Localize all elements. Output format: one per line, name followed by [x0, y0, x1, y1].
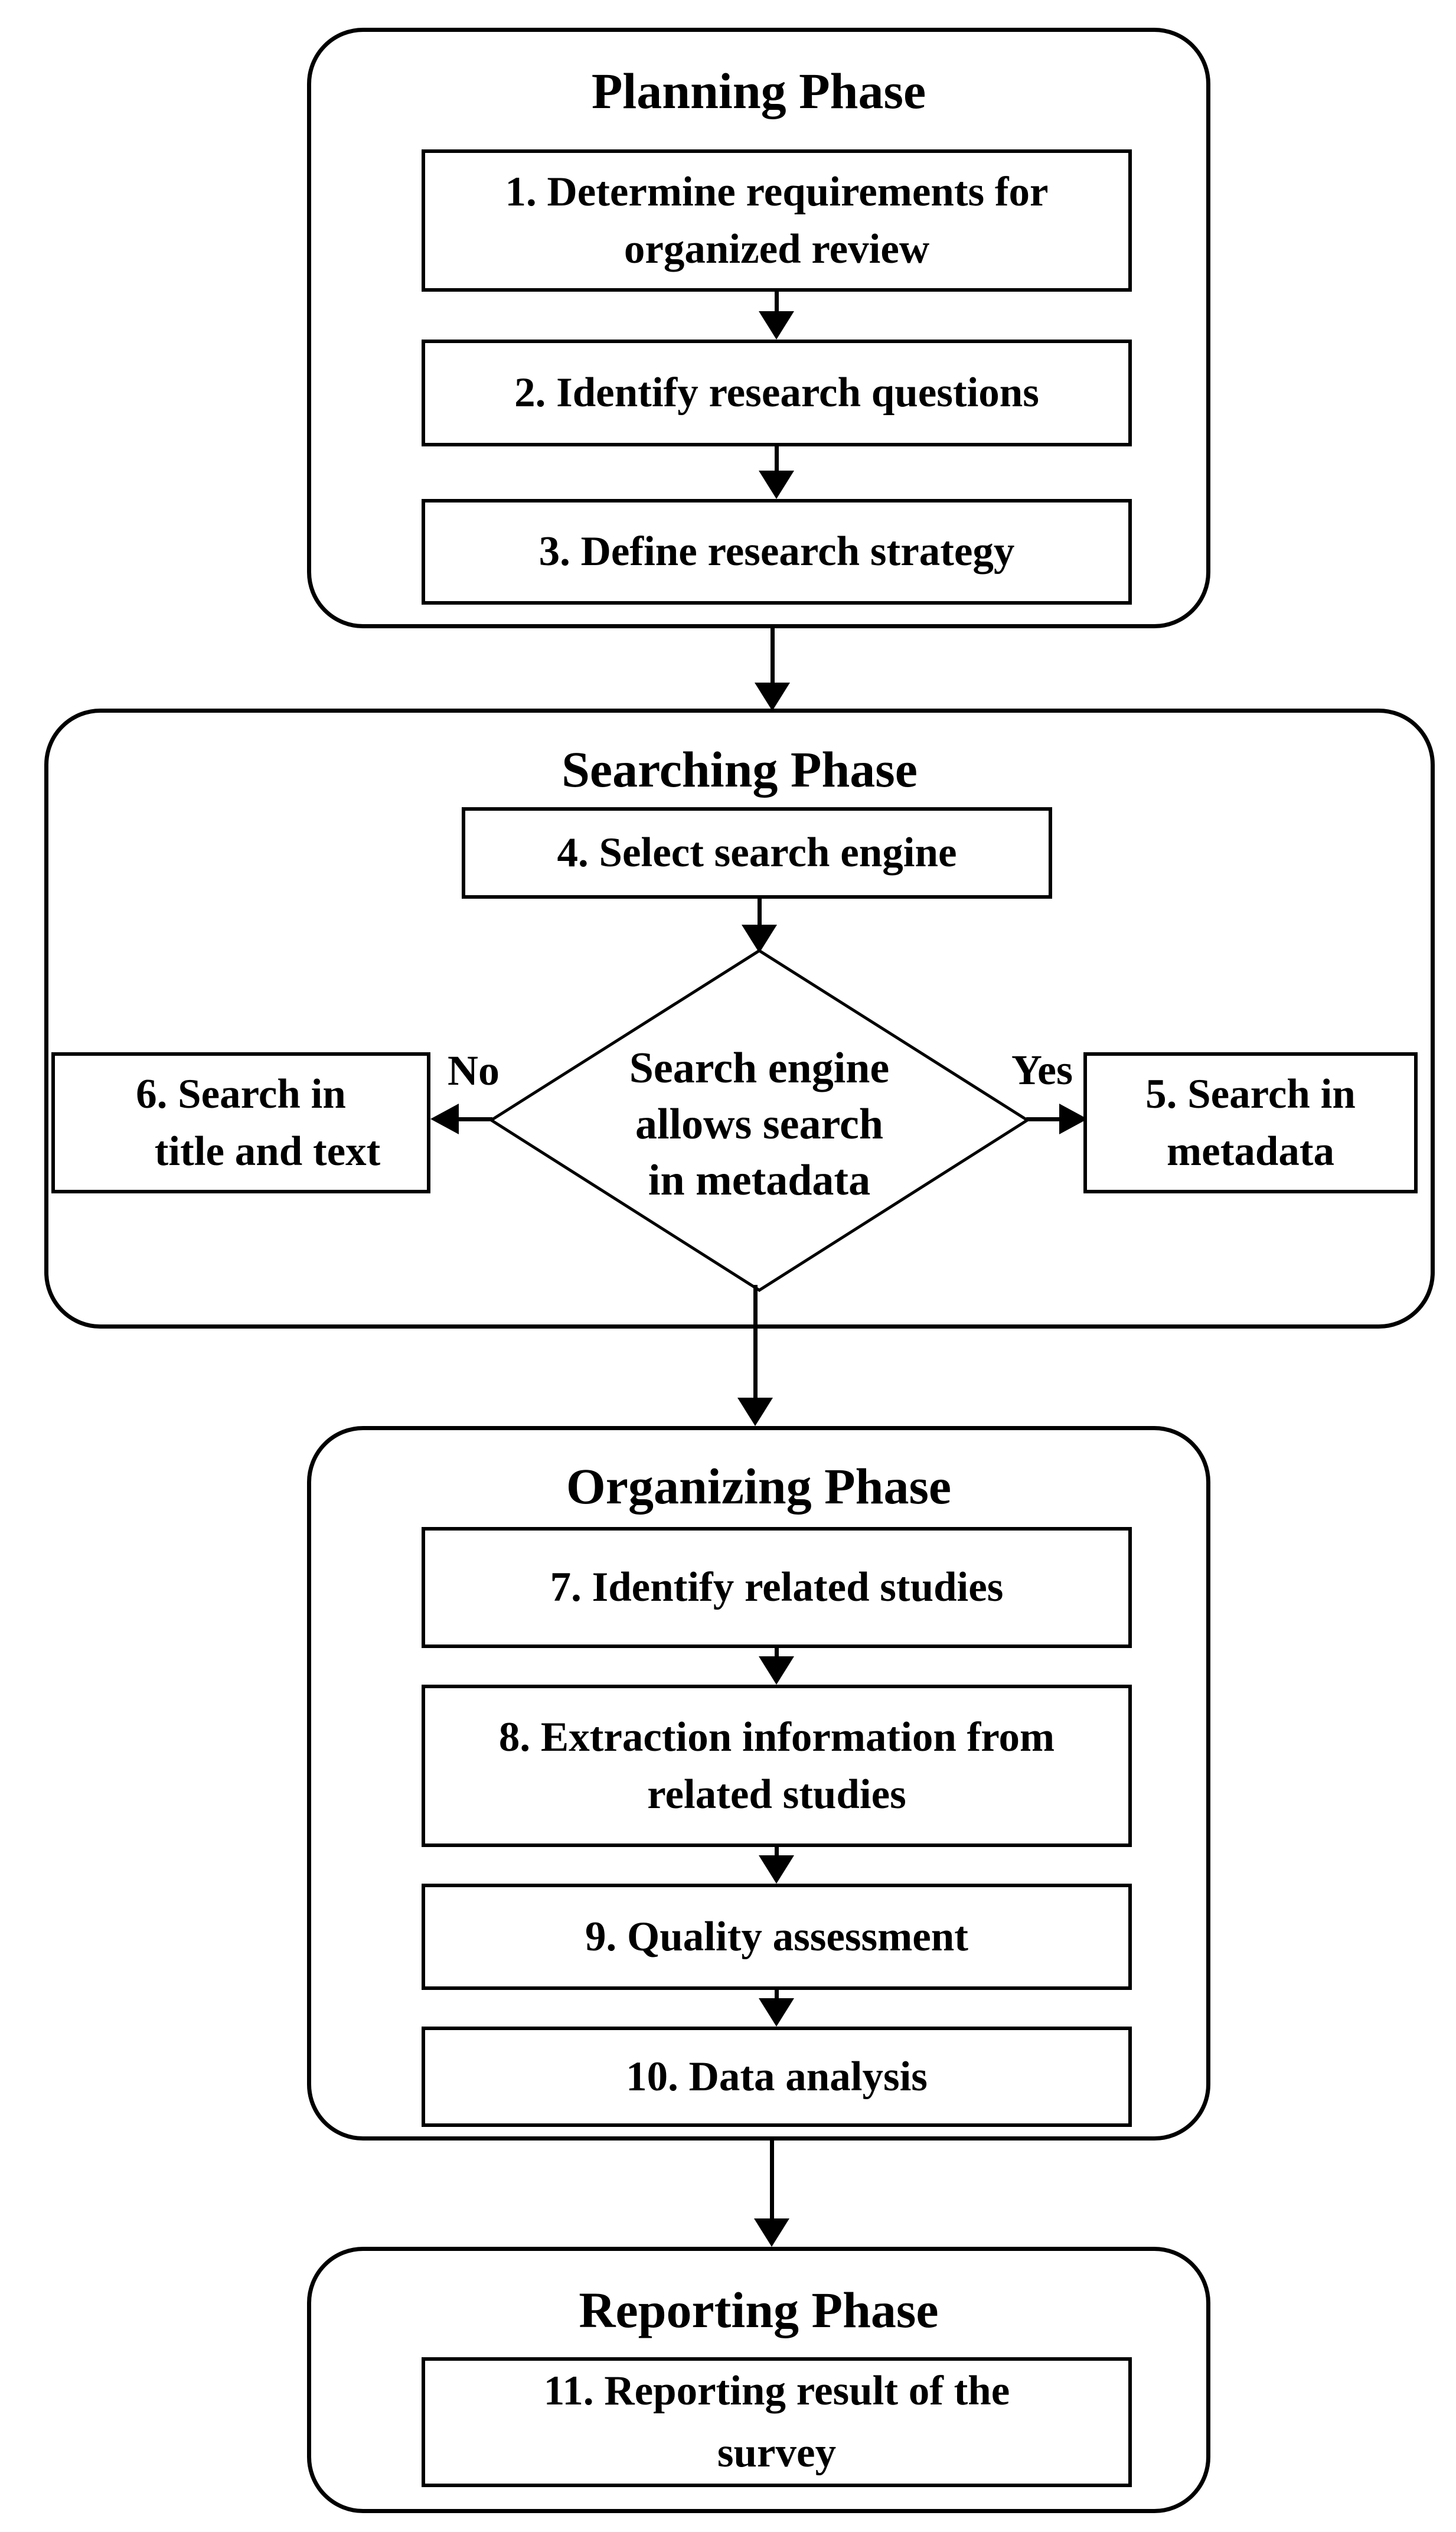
phase-title-organizing: Organizing Phase [566, 1458, 952, 1515]
connector-step1-to-step2 [759, 292, 794, 340]
phase-container-organizing: Organizing Phase 7. Identify related stu… [307, 1426, 1210, 2141]
decision-text-line: Search engine [629, 1044, 890, 1092]
arrow-left-icon [430, 1104, 459, 1134]
arrow-shaft [774, 292, 779, 311]
step-text-line: 11. Reporting result of the [543, 2368, 1010, 2414]
step-text-line: 1. Determine requirements for [505, 168, 1049, 215]
step-text-line: related studies [647, 1771, 906, 1818]
connector-step4-to-decision [742, 899, 777, 953]
arrow-shaft [769, 2141, 774, 2218]
arrow-shaft [1026, 1117, 1059, 1121]
phase-title-planning: Planning Phase [591, 63, 926, 119]
connector-planning-to-searching [755, 628, 790, 711]
arrow-down-icon [759, 471, 794, 499]
step-box-2: 2. Identify research questions [422, 340, 1132, 446]
phase-container-planning: Planning Phase 1. Determine requirements… [307, 28, 1210, 628]
arrow-down-icon [759, 1998, 794, 2027]
step-box-4: 4. Select search engine [462, 807, 1052, 899]
phase-container-searching: Searching Phase 4. Select search engine … [44, 709, 1435, 1329]
decision-diamond-shape [489, 949, 1029, 1292]
arrow-shaft [753, 1285, 758, 1398]
step-text-line: metadata [1167, 1128, 1334, 1174]
phase-title-reporting: Reporting Phase [579, 2282, 939, 2338]
decision-text-line: allows search [635, 1100, 883, 1148]
step-box-8: 8. Extraction information from related s… [422, 1685, 1132, 1847]
arrow-right-icon [1059, 1104, 1088, 1134]
phase-title-searching: Searching Phase [561, 741, 918, 798]
arrow-down-icon [759, 1656, 794, 1685]
step-text-line: 7. Identify related studies [550, 1564, 1004, 1610]
arrow-down-icon [755, 683, 790, 711]
arrow-shaft [459, 1117, 492, 1121]
step-box-1: 1. Determine requirements for organized … [422, 149, 1132, 292]
arrow-shaft [757, 899, 762, 925]
arrow-down-icon [754, 2218, 789, 2247]
step-box-6: 6. Search in title and text [51, 1052, 430, 1193]
step-text-line: 9. Quality assessment [585, 1913, 968, 1960]
arrow-down-icon [759, 1855, 794, 1884]
step-box-11: 11. Reporting result of the survey [422, 2357, 1132, 2487]
step-text-line: 8. Extraction information from [498, 1714, 1055, 1760]
arrow-shaft [774, 1648, 779, 1656]
connector-decision-to-step6 [430, 1104, 492, 1134]
connector-step2-to-step3 [759, 446, 794, 499]
step-box-3: 3. Define research strategy [422, 499, 1132, 605]
connector-decision-to-step5 [1026, 1104, 1088, 1134]
branch-label-no: No [448, 1047, 500, 1094]
step-text-line: 5. Search in [1145, 1071, 1356, 1117]
arrow-shaft [770, 628, 775, 683]
connector-step7-to-step8 [759, 1648, 794, 1685]
connector-step8-to-step9 [759, 1847, 794, 1884]
arrow-shaft [774, 446, 779, 471]
step-text-line: 6. Search in [136, 1071, 346, 1117]
step-box-5: 5. Search in metadata [1083, 1052, 1418, 1193]
connector-searching-to-organizing [737, 1285, 773, 1426]
phase-container-reporting: Reporting Phase 11. Reporting result of … [307, 2247, 1210, 2513]
arrow-down-icon [759, 311, 794, 340]
step-text-line: 3. Define research strategy [538, 528, 1015, 575]
arrow-down-icon [737, 1398, 773, 1426]
decision-text-line: in metadata [648, 1156, 871, 1205]
step-text-line: survey [717, 2430, 837, 2476]
step-box-10: 10. Data analysis [422, 2027, 1132, 2127]
arrow-shaft [774, 1847, 779, 1855]
step-box-9: 9. Quality assessment [422, 1884, 1132, 1990]
step-text-line: 2. Identify research questions [514, 370, 1039, 416]
decision-diamond [489, 949, 1029, 1292]
decision-label: Search engine allows search in metadata [594, 1040, 925, 1209]
step-text-line: 10. Data analysis [626, 2053, 928, 2100]
step-text-line: organized review [623, 226, 930, 272]
step-box-7: 7. Identify related studies [422, 1527, 1132, 1648]
connector-organizing-to-reporting [754, 2141, 789, 2247]
step-text-line: 4. Select search engine [557, 830, 957, 876]
step-text-line: title and text [154, 1128, 381, 1174]
branch-label-yes: Yes [1011, 1046, 1073, 1094]
arrow-down-icon [742, 925, 777, 953]
connector-step9-to-step10 [759, 1990, 794, 2027]
arrow-shaft [774, 1990, 779, 1998]
